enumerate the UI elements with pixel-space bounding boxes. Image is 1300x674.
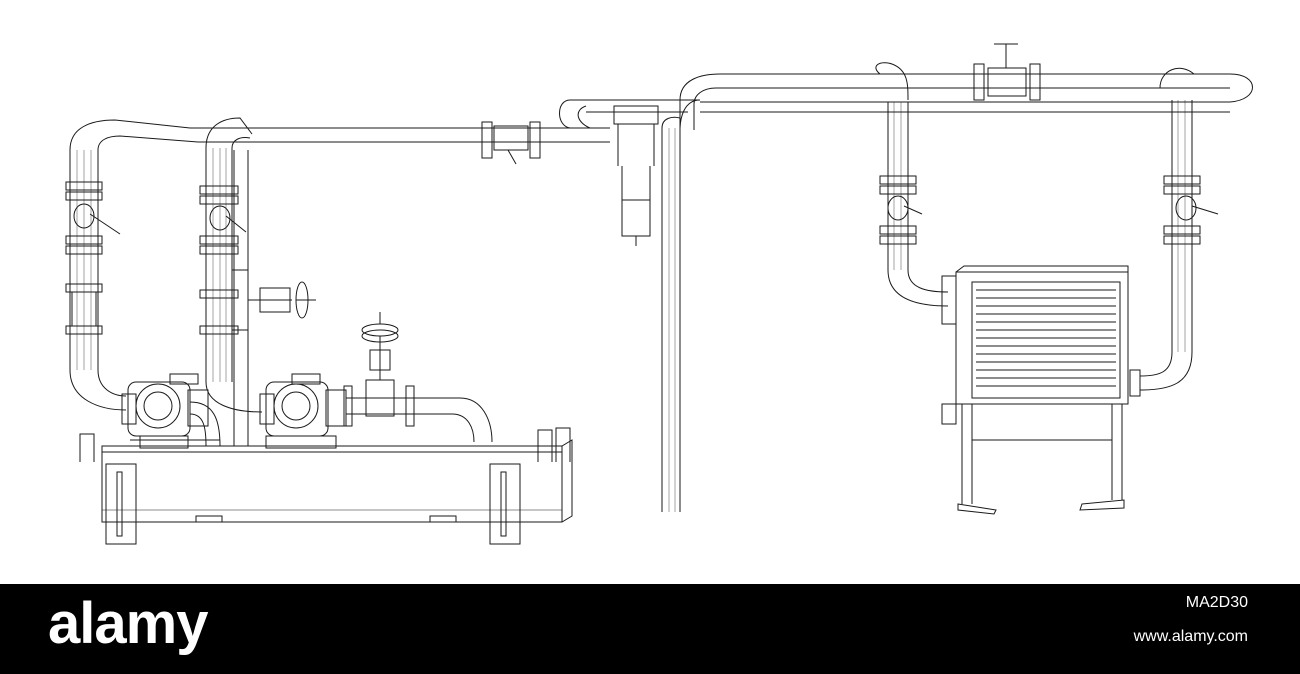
central-branch <box>559 99 701 512</box>
alamy-logo: alamy <box>48 591 208 656</box>
header-pipe-left <box>190 121 610 165</box>
pump-1-riser <box>65 119 199 411</box>
image-id-label: MA2D30 <box>1185 594 1248 611</box>
exchanger-outlet <box>1129 67 1219 397</box>
pump-1 <box>121 373 220 449</box>
watermark-footer: alamy MA2D30 www.alamy.com <box>0 584 1300 674</box>
header-pipe-right <box>679 43 1253 130</box>
heat-exchanger <box>941 265 1129 515</box>
pump-2-riser <box>199 117 316 446</box>
pump-2 <box>259 373 347 449</box>
wireframe-piping-drawing <box>65 43 1253 545</box>
skid-base <box>79 427 573 545</box>
discharge-line <box>189 312 493 447</box>
site-url-label: www.alamy.com <box>1133 628 1248 645</box>
exchanger-inlet <box>875 62 949 307</box>
